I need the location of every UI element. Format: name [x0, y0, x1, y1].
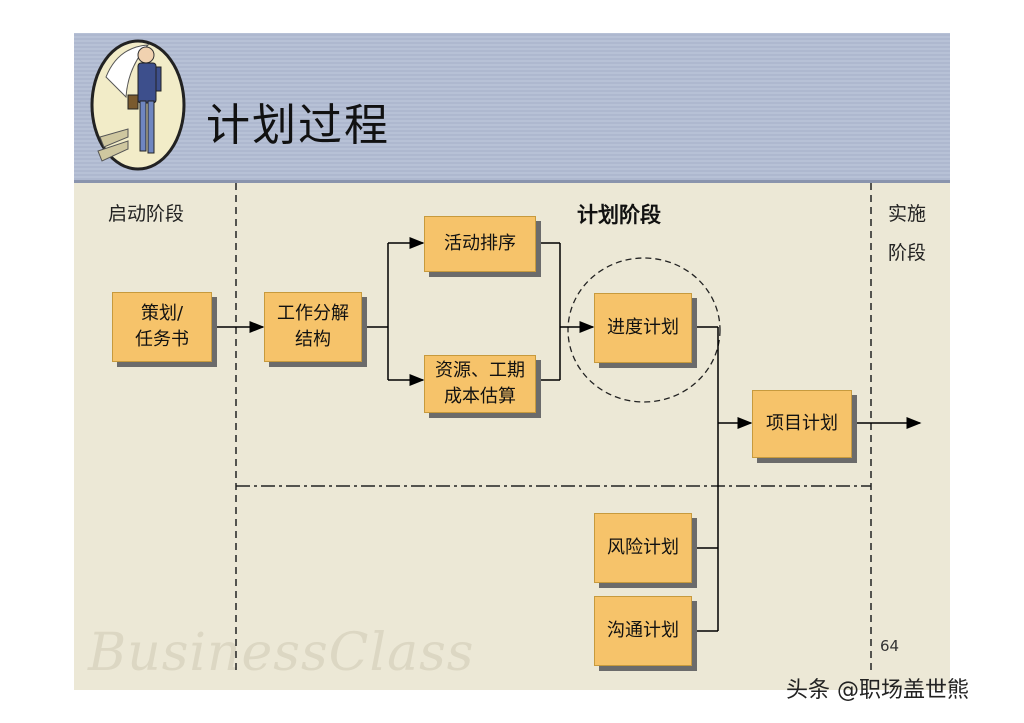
phase-planning-label: 计划阶段 — [577, 203, 661, 227]
project-plan-box: 项目计划 — [752, 390, 852, 458]
flow-connectors — [210, 183, 922, 673]
businessman-illustration — [88, 37, 188, 172]
source-watermark: 头条 @职场盖世熊 — [786, 678, 969, 703]
communication-plan-box: 沟通计划 — [594, 596, 692, 666]
charter-box: 策划/ 任务书 — [112, 292, 212, 362]
resource-estimating-box: 资源、工期 成本估算 — [424, 355, 536, 413]
schedule-highlight-circle — [567, 257, 721, 403]
page-title: 计划过程 — [206, 100, 390, 151]
risk-plan-box: 风险计划 — [594, 513, 692, 583]
activity-sequencing-box: 活动排序 — [424, 216, 536, 272]
slide-header — [74, 33, 950, 180]
page-number: 64 — [880, 637, 900, 655]
decorative-business-class-text: BusinessClass — [88, 623, 475, 683]
phase-execution-label-line2: 阶段 — [888, 242, 927, 264]
header-divider — [74, 180, 950, 183]
schedule-plan-box: 进度计划 — [594, 293, 692, 363]
wbs-box: 工作分解 结构 — [264, 292, 362, 362]
slide: 计划过程 BusinessClass 启动阶段 计划阶段 实施 阶段 — [74, 33, 950, 690]
phase-execution-label-line1: 实施 — [888, 203, 927, 225]
phase-initiation-label: 启动阶段 — [108, 203, 185, 225]
